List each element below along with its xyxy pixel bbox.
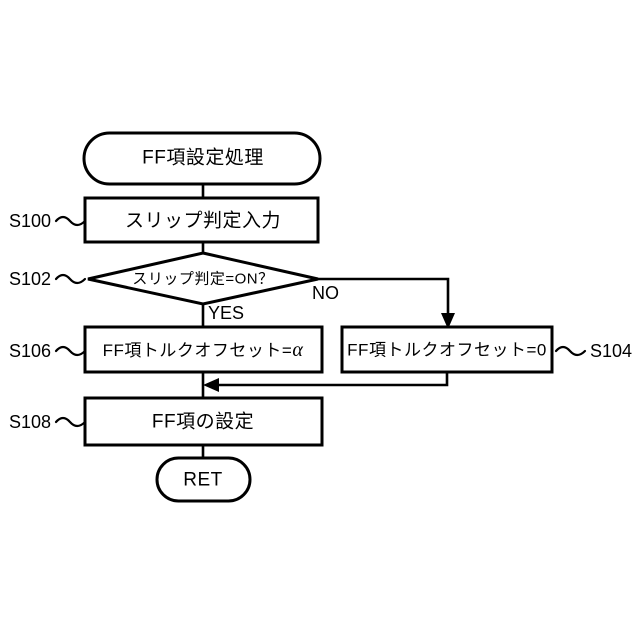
node-ret-label: RET: [183, 469, 223, 491]
node-s108-label: FF項の設定: [151, 411, 255, 433]
arrowhead-no-into-s104: [441, 313, 455, 329]
node-s108-shape: [83, 396, 324, 447]
node-s106-label-alpha: α: [292, 339, 304, 361]
step-label-s104: S104: [589, 341, 633, 361]
node-s100-label: スリップ判定入力: [124, 210, 282, 232]
step-label-s100: S100: [8, 211, 52, 231]
step-label-s102: S102: [8, 269, 52, 289]
leader-tilde-s100: [54, 215, 87, 227]
leader-tilde-s104: [554, 345, 587, 357]
node-s106-label-prefix: FF項トルクオフセット=: [102, 341, 293, 360]
leader-tilde-s106: [54, 345, 87, 357]
node-s100-shape: [83, 196, 320, 244]
branch-label-no: NO: [312, 283, 339, 303]
node-ret-shape: [155, 456, 252, 503]
leader-tilde-s102: [54, 273, 87, 285]
node-s102-label: スリップ判定=ON？: [132, 270, 274, 288]
arrowhead-merge-left: [203, 378, 219, 392]
leader-tilde-s108: [54, 416, 87, 428]
node-s104-label: FF項トルクオフセット=0: [347, 340, 547, 360]
step-label-s106: S106: [8, 341, 52, 361]
node-s106-label: FF項トルクオフセット=α: [103, 340, 304, 360]
node-s106-shape: [83, 325, 324, 374]
step-label-s108: S108: [8, 412, 52, 432]
node-start-label: FF項設定処理: [142, 147, 264, 169]
branch-label-yes: YES: [208, 303, 245, 323]
connector-s104-merge: [212, 372, 449, 387]
connector-no-s102-to-s104: [318, 277, 450, 320]
